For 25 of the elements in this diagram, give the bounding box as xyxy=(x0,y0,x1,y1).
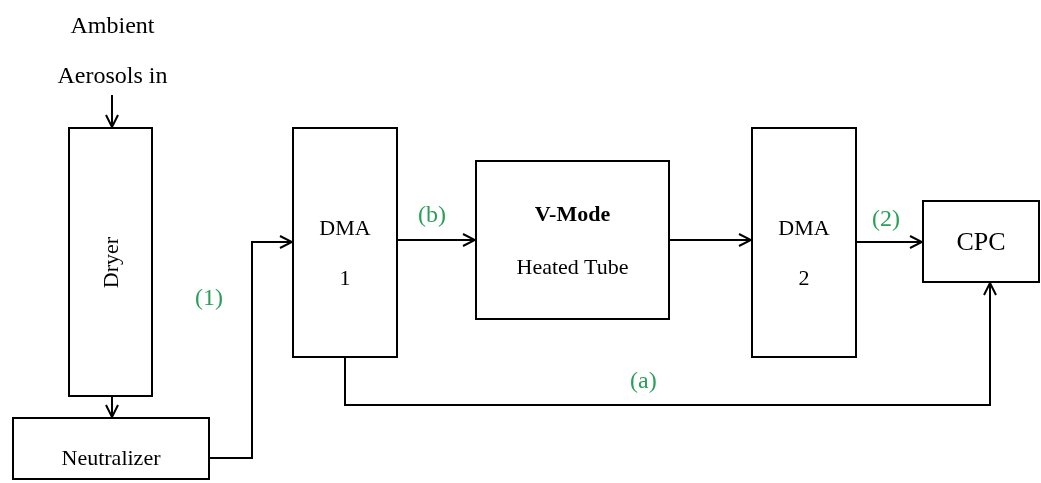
box-label: CPC xyxy=(956,226,1006,258)
arrow xyxy=(397,233,476,247)
process-box xyxy=(12,417,210,480)
box-label: Heated Tube xyxy=(516,253,629,281)
edge-label: (a) xyxy=(628,368,659,392)
arrow xyxy=(856,235,923,249)
arrow xyxy=(105,396,119,418)
process-box xyxy=(292,127,398,358)
arrow xyxy=(209,235,293,459)
edge-label: (1) xyxy=(193,285,225,309)
edge-label: (b) xyxy=(416,202,448,226)
arrow xyxy=(344,282,997,406)
arrow xyxy=(105,94,119,128)
box-label: Dryer xyxy=(97,236,124,288)
process-box xyxy=(68,127,153,397)
process-box xyxy=(751,127,857,358)
edge-label: (2) xyxy=(870,206,902,230)
box-label: Neutralizer xyxy=(61,444,161,472)
process-box xyxy=(475,160,670,320)
arrow xyxy=(669,233,752,247)
box-heading: V-Mode xyxy=(534,200,611,228)
process-box xyxy=(922,200,1040,283)
input-label: Ambient Aerosols in xyxy=(56,11,169,90)
box-label: DMA 2 xyxy=(777,214,831,292)
box-label: DMA 1 xyxy=(318,214,372,292)
